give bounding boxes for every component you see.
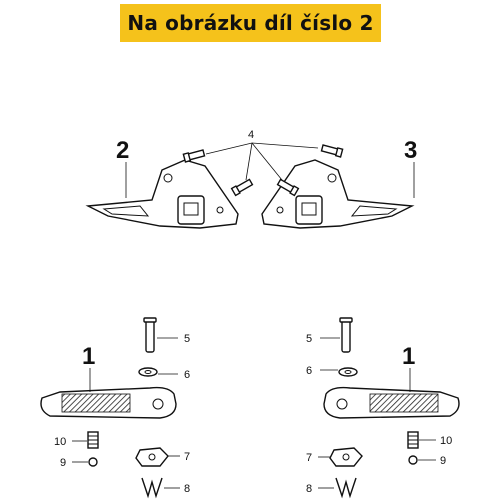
callout-spring-left: 10 [54,436,66,448]
bracket-left [85,159,239,229]
bracket-right [261,159,415,229]
callout-footrest-left: 1 [82,343,95,370]
ball-left [88,457,98,467]
washer-right [338,367,358,377]
callout-footrest-right: 1 [402,343,415,370]
callout-washer-right: 6 [306,365,312,377]
ball-right [408,455,418,465]
clip-right [335,477,357,499]
callout-washer-left: 6 [184,369,190,381]
spring-left [87,431,99,449]
callout-spring-right: 10 [440,435,452,447]
callout-ball-left: 9 [60,457,66,469]
screw-set [182,144,344,197]
pin-right [339,317,353,353]
plate-left [135,447,169,467]
callout-clip-right: 8 [306,483,312,495]
callout-pin-left: 5 [184,333,190,345]
title-banner: Na obrázku díl číslo 2 [120,4,381,42]
footrest-left [40,386,177,419]
callout-pin-right: 5 [306,333,312,345]
callout-bracket-left: 2 [116,137,129,164]
callout-clip-left: 8 [184,483,190,495]
washer-left [138,367,158,377]
banner-text: Na obrázku díl číslo 2 [127,11,374,35]
plate-right [329,447,363,467]
callout-ball-right: 9 [440,455,446,467]
spring-right [407,431,419,449]
pin-left [143,317,157,353]
footrest-right [323,386,460,419]
callout-screws: 4 [248,129,254,141]
clip-left [141,477,163,499]
callout-bracket-right: 3 [404,137,417,164]
callout-plate-right: 7 [306,452,312,464]
callout-plate-left: 7 [184,451,190,463]
